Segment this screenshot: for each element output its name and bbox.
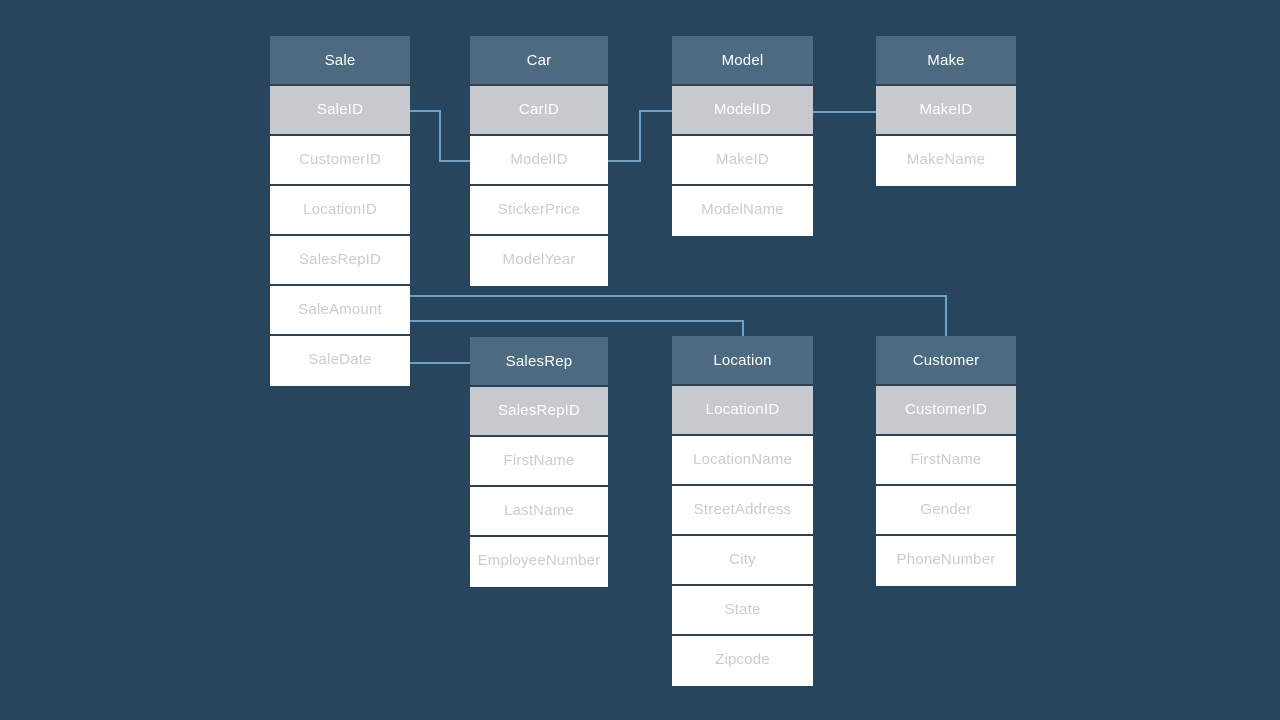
entity-field-sales-rep-employee-number[interactable]: EmployeeNumber [470,537,608,587]
entity-title-sales-rep: SalesRep [470,337,608,387]
entity-title-model: Model [672,36,813,86]
entity-field-location-city[interactable]: City [672,536,813,586]
relationship-sale-customerid-to-customer [410,295,947,336]
entity-field-car-car-id[interactable]: CarID [470,86,608,136]
entity-title-sale: Sale [270,36,410,86]
entity-field-car-model-year[interactable]: ModelYear [470,236,608,286]
entity-field-car-sticker-price[interactable]: StickerPrice [470,186,608,236]
relationship-car-modelid-to-model [608,110,672,162]
entity-field-sale-sale-id[interactable]: SaleID [270,86,410,136]
entity-field-customer-first-name[interactable]: FirstName [876,436,1016,486]
entity-field-location-location-name[interactable]: LocationName [672,436,813,486]
relationship-car-to-sale [410,110,470,162]
entity-field-car-model-id[interactable]: ModelID [470,136,608,186]
entity-field-sales-rep-sales-rep-id[interactable]: SalesRepID [470,387,608,437]
entity-field-sale-location-id[interactable]: LocationID [270,186,410,236]
entity-field-model-model-id[interactable]: ModelID [672,86,813,136]
entity-field-sale-sale-date[interactable]: SaleDate [270,336,410,386]
entity-field-sale-sales-rep-id[interactable]: SalesRepID [270,236,410,286]
entity-field-make-make-id[interactable]: MakeID [876,86,1016,136]
entity-field-sales-rep-last-name[interactable]: LastName [470,487,608,537]
entity-title-make: Make [876,36,1016,86]
entity-field-location-location-id[interactable]: LocationID [672,386,813,436]
entity-field-make-make-name[interactable]: MakeName [876,136,1016,186]
entity-field-sale-customer-id[interactable]: CustomerID [270,136,410,186]
entity-title-location: Location [672,336,813,386]
entity-field-location-zipcode[interactable]: Zipcode [672,636,813,686]
entity-field-customer-gender[interactable]: Gender [876,486,1016,536]
entity-field-model-make-id[interactable]: MakeID [672,136,813,186]
entity-field-sales-rep-first-name[interactable]: FirstName [470,437,608,487]
entity-field-customer-customer-id[interactable]: CustomerID [876,386,1016,436]
entity-field-customer-phone-number[interactable]: PhoneNumber [876,536,1016,586]
entity-field-sale-sale-amount[interactable]: SaleAmount [270,286,410,336]
entity-title-car: Car [470,36,608,86]
entity-field-location-state[interactable]: State [672,586,813,636]
relationship-sale-locationid-to-location [410,320,744,336]
entity-title-customer: Customer [876,336,1016,386]
entity-field-model-model-name[interactable]: ModelName [672,186,813,236]
entity-field-location-street-address[interactable]: StreetAddress [672,486,813,536]
